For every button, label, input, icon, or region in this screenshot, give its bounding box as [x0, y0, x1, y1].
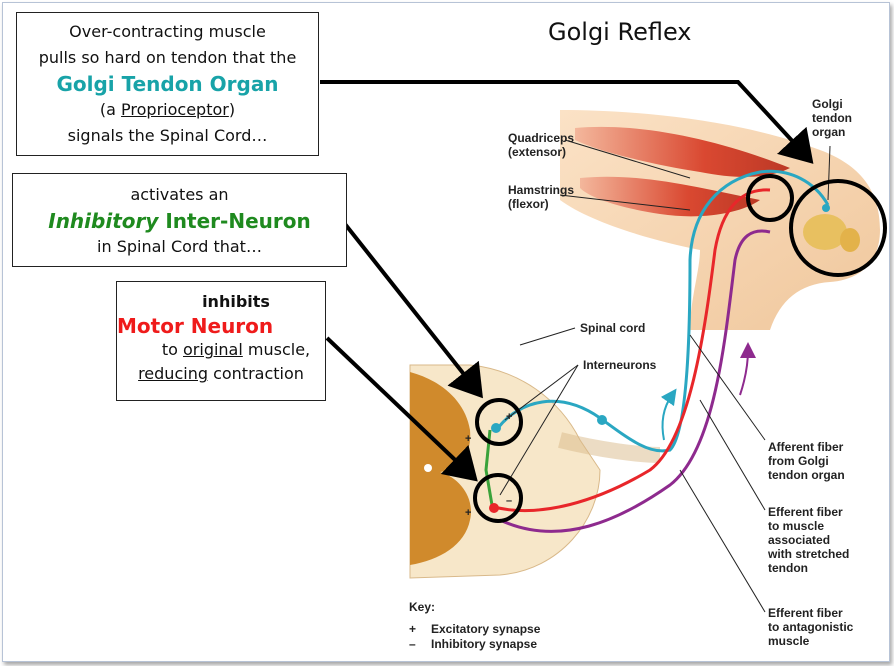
box3-line4: reducing contraction: [138, 364, 304, 383]
label-quadriceps: Quadriceps(extensor): [508, 131, 575, 159]
label-hamstrings: Hamstrings(flexor): [508, 183, 575, 211]
label-spinal-cord: Spinal cord: [580, 321, 646, 335]
svg-text:+: +: [465, 433, 471, 445]
leg-illustration: [560, 110, 880, 330]
slide-title: Golgi Reflex: [548, 18, 692, 46]
motor-neuron-callout-box: inhibits Motor Neuron to original muscle…: [116, 281, 326, 401]
interneuron-circle: [475, 398, 523, 446]
muscle-synapse-circle: [746, 174, 794, 222]
key-item-excitatory: +Excitatory synapse: [409, 622, 541, 636]
key-item-inhibitory: –Inhibitory synapse: [409, 637, 538, 651]
box1-line5: signals the Spinal Cord…: [67, 126, 268, 145]
svg-text:+: +: [465, 507, 471, 519]
arrow-interneuron: [343, 222, 483, 399]
box1-line1: Over-contracting muscle: [69, 22, 266, 41]
motor-neuron-circle: [473, 473, 523, 523]
key-title: Key:: [409, 600, 436, 614]
callout-arrows: [320, 80, 814, 482]
box2-line1: activates an: [130, 185, 229, 204]
golgi-organ-circle: [789, 179, 887, 277]
svg-text:–: –: [506, 495, 512, 507]
motor-neuron-heading: Motor Neuron: [117, 314, 274, 338]
box1-line2: pulls so hard on tendon that the: [38, 48, 297, 67]
svg-text:+: +: [506, 411, 512, 423]
box3-line3: to original muscle,: [161, 340, 311, 359]
inhibitory-interneuron-heading: Inhibitory Inter-Neuron: [48, 209, 311, 233]
golgi-callout-box: Over-contracting muscle pulls so hard on…: [16, 12, 319, 156]
leader-lines: [499, 139, 831, 613]
highlight-circles: [473, 174, 887, 523]
box2-line3: in Spinal Cord that…: [97, 237, 262, 256]
interneuron-callout-box: activates an Inhibitory Inter-Neuron in …: [12, 173, 347, 267]
box1-line4: (a Proprioceptor): [99, 100, 236, 119]
box3-line1: inhibits: [202, 292, 270, 311]
golgi-tendon-organ-heading: Golgi Tendon Organ: [56, 72, 279, 96]
label-interneurons: Interneurons: [583, 358, 657, 372]
synapse-marks: + + – +: [465, 411, 512, 519]
arrow-golgi: [320, 80, 814, 164]
spinal-cord-section: [409, 364, 661, 579]
arrow-motor-neuron: [325, 336, 478, 482]
